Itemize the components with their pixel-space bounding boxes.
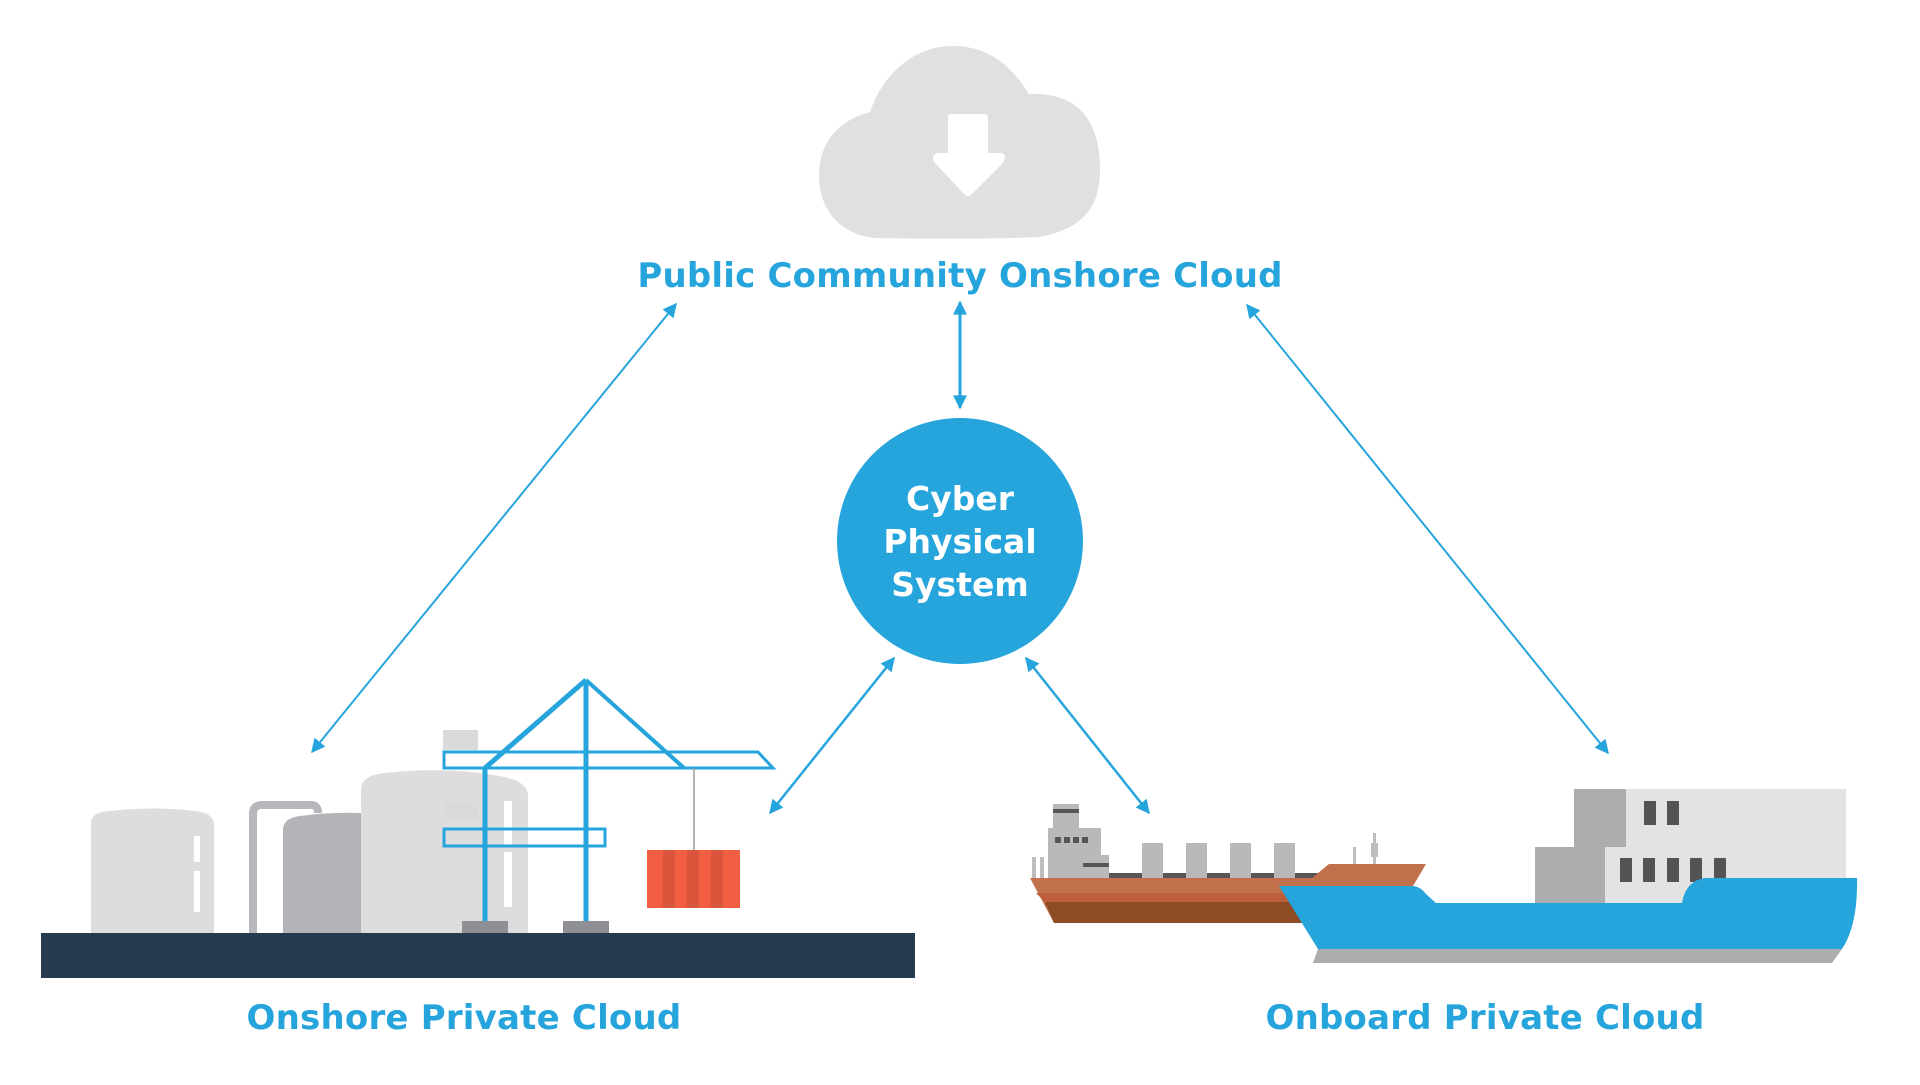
crane-base: [462, 921, 508, 934]
container-ship: [1279, 789, 1858, 963]
cps-circle: [837, 418, 1083, 664]
onboard-illustration: [1030, 789, 1858, 963]
arrow-public-onshore: [311, 302, 677, 754]
onshore-cloud-label: Onshore Private Cloud: [246, 998, 682, 1038]
harbor-crane: [442, 678, 777, 925]
arrow-public-onboard: [1246, 303, 1609, 755]
arrow-cps-onshore: [769, 656, 895, 815]
quay-ground: [41, 933, 915, 978]
download-arrow-icon: [932, 114, 1005, 196]
cps-label-line: Physical: [883, 521, 1037, 561]
crane-base: [563, 921, 609, 934]
cps-label: Cyber Physical System: [837, 418, 1083, 664]
public-cloud-label: Public Community Onshore Cloud: [637, 256, 1283, 296]
onshore-illustration: [41, 678, 915, 978]
connection-arrows: [311, 300, 1609, 815]
pipe: [249, 801, 322, 933]
storage-tank: [283, 812, 361, 933]
shipping-container: [647, 850, 740, 908]
cloud-download-icon: [818, 46, 1101, 239]
cps-label-line: Cyber: [905, 478, 1014, 518]
arrow-cps-onboard: [1025, 656, 1150, 815]
storage-tank: [91, 808, 214, 933]
onboard-cloud-label: Onboard Private Cloud: [1265, 998, 1705, 1038]
cps-label-line: System: [891, 564, 1029, 604]
